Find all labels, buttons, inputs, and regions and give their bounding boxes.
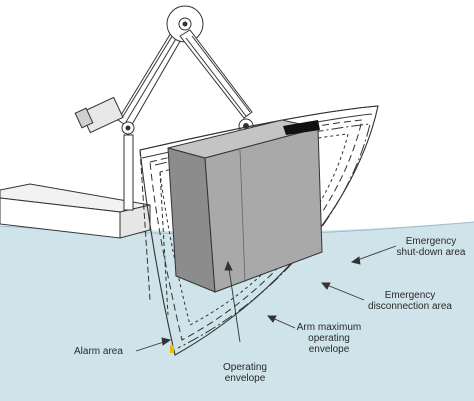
label-operating-env-l2: envelope <box>216 373 274 384</box>
label-emergency-disconnection-l2: disconnection area <box>363 301 457 312</box>
arm-outboard <box>180 30 252 118</box>
label-emergency-disconnection-l1: Emergency <box>363 290 457 301</box>
alarm-marker <box>170 345 174 353</box>
arm-riser <box>124 135 133 210</box>
label-arm-maximum-envelope: Arm maximum operating envelope <box>292 322 366 355</box>
label-alarm-area: Alarm area <box>74 346 123 357</box>
label-emergency-shutdown-l2: shut-down area <box>396 247 466 258</box>
label-arm-max-l1: Arm maximum <box>292 322 366 333</box>
label-emergency-shutdown-l1: Emergency <box>396 236 466 247</box>
label-operating-envelope: Operating envelope <box>216 362 274 384</box>
label-operating-env-l1: Operating <box>216 362 274 373</box>
label-arm-max-l2: operating <box>292 333 366 344</box>
label-emergency-disconnection: Emergency disconnection area <box>363 290 457 312</box>
label-emergency-shutdown: Emergency shut-down area <box>396 236 466 258</box>
label-arm-max-l3: envelope <box>292 344 366 355</box>
